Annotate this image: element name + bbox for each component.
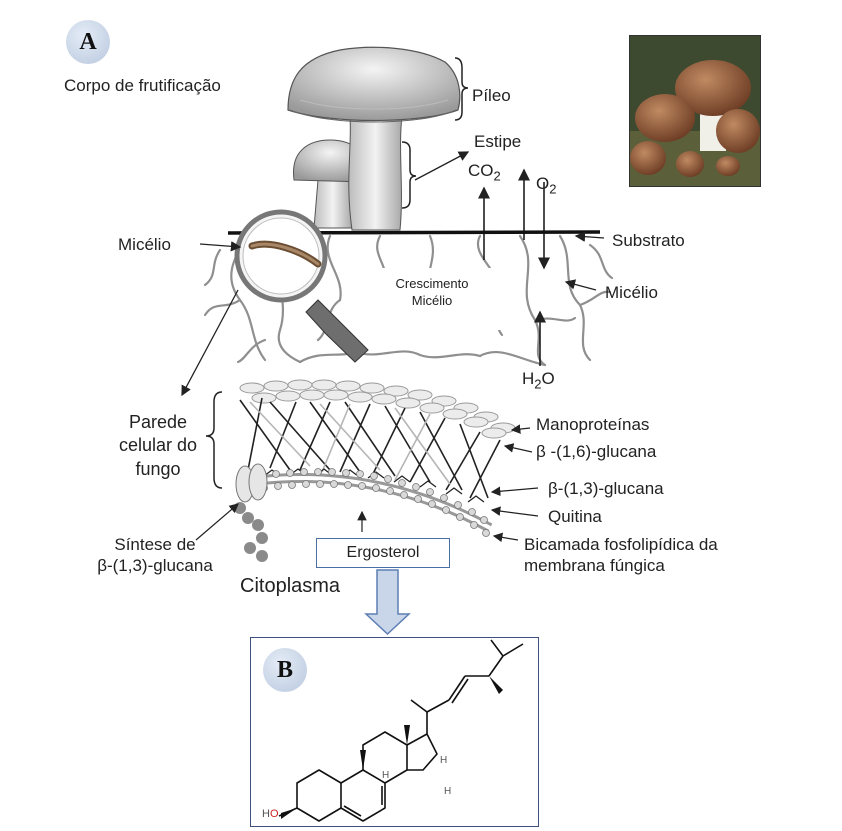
h2o-tail: O: [542, 369, 555, 388]
growth-label: Crescimento Micélio: [364, 276, 500, 310]
glucan-synthase-complex: [234, 464, 268, 562]
beta13-label: β-(1,3)-glucana: [548, 478, 664, 499]
bilayer-line2: membrana fúngica: [524, 555, 718, 576]
cell-wall-line1: Parede: [108, 411, 208, 434]
mannoprotein-layer: [240, 380, 515, 438]
h2o-subscript: 2: [534, 376, 541, 391]
cell-wall-brace: [206, 392, 222, 488]
cytoplasm-label: Citoplasma: [240, 574, 340, 599]
h-atom-label-1: H: [444, 786, 451, 797]
bilayer-line1: Bicamada fosfolipídica da: [524, 534, 718, 555]
hydroxyl-o: O: [270, 808, 279, 820]
beta16-label: β -(1,6)-glucana: [536, 441, 656, 462]
ergosterol-box: Ergosterol: [316, 538, 450, 568]
bilayer-label: Bicamada fosfolipídica da membrana fúngi…: [524, 534, 718, 577]
mycelium-left-label: Micélio: [118, 234, 171, 255]
co2-label: CO2: [468, 160, 501, 185]
mycelium-right-label: Micélio: [605, 282, 658, 303]
o2-label: O2: [536, 173, 556, 198]
mushroom-photo: [629, 35, 761, 187]
mannoproteins-label: Manoproteínas: [536, 414, 649, 435]
large-mushroom-cap: [288, 47, 460, 120]
co2-subscript: 2: [494, 168, 501, 183]
stipe-label: Estipe: [474, 131, 521, 152]
substrate-label: Substrato: [612, 230, 685, 251]
large-mushroom-stem: [349, 116, 402, 230]
h2o-label: H2O: [522, 368, 555, 393]
fruiting-body-label: Corpo de frutificação: [64, 75, 221, 96]
h-atom-label-3: H: [440, 755, 447, 766]
hydroxyl-h: H: [262, 808, 270, 820]
h-atom-label-2: H: [382, 770, 389, 781]
synthesis-line1: Síntese de: [80, 534, 230, 555]
methyl-wedge-3: [489, 676, 503, 694]
growth-label-line2: Micélio: [364, 293, 500, 310]
methyl-wedge-2: [404, 725, 410, 745]
chitin-label: Quitina: [548, 506, 602, 527]
magnifier-icon: [237, 212, 368, 362]
panel-a-badge: A: [66, 20, 110, 64]
synthesis-line2: β-(1,3)-glucana: [80, 555, 230, 576]
cell-wall-label: Parede celular do fungo: [108, 411, 208, 481]
small-mushroom-stem: [314, 180, 352, 228]
stipe-bracket: [402, 142, 416, 208]
down-arrow: [366, 570, 409, 634]
o2-subscript: 2: [549, 181, 556, 196]
pileus-label: Píleo: [472, 85, 511, 106]
mushroom-photo-drawing: [630, 36, 760, 186]
h2o-text: H: [522, 369, 534, 388]
o2-text: O: [536, 174, 549, 193]
cell-wall-line3: fungo: [108, 458, 208, 481]
synthesis-label: Síntese de β-(1,3)-glucana: [80, 534, 230, 577]
growth-label-line1: Crescimento: [364, 276, 500, 293]
methyl-wedge-1: [360, 750, 366, 770]
co2-text: CO: [468, 161, 494, 180]
panel-b-badge: B: [263, 648, 307, 692]
hydroxyl-label: HO: [262, 808, 279, 820]
cell-wall-line2: celular do: [108, 434, 208, 457]
